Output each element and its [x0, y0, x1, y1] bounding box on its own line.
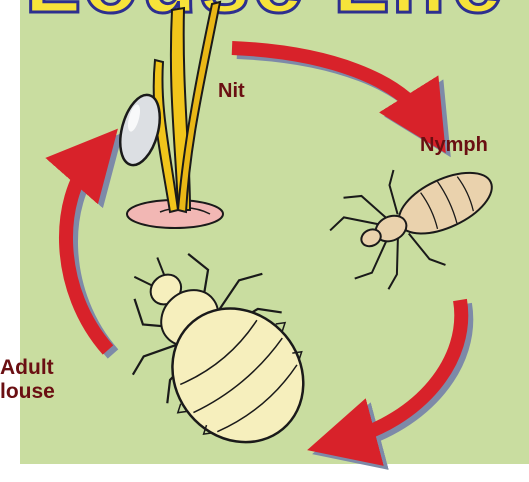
arrow-adult-to-nit — [66, 158, 113, 354]
label-adult-louse: Adult louse — [0, 356, 55, 404]
label-nit: Nit — [218, 80, 245, 102]
label-adult-line2: louse — [0, 380, 55, 404]
arrow-nit-to-nymph — [232, 48, 430, 124]
nymph-louse-icon — [318, 135, 514, 303]
label-nymph: Nymph — [420, 134, 488, 156]
arrow-nymph-to-adult — [345, 300, 466, 444]
label-adult-line1: Adult — [0, 356, 55, 380]
adult-louse-icon — [85, 213, 347, 481]
nit-on-hair-icon — [113, 2, 223, 228]
